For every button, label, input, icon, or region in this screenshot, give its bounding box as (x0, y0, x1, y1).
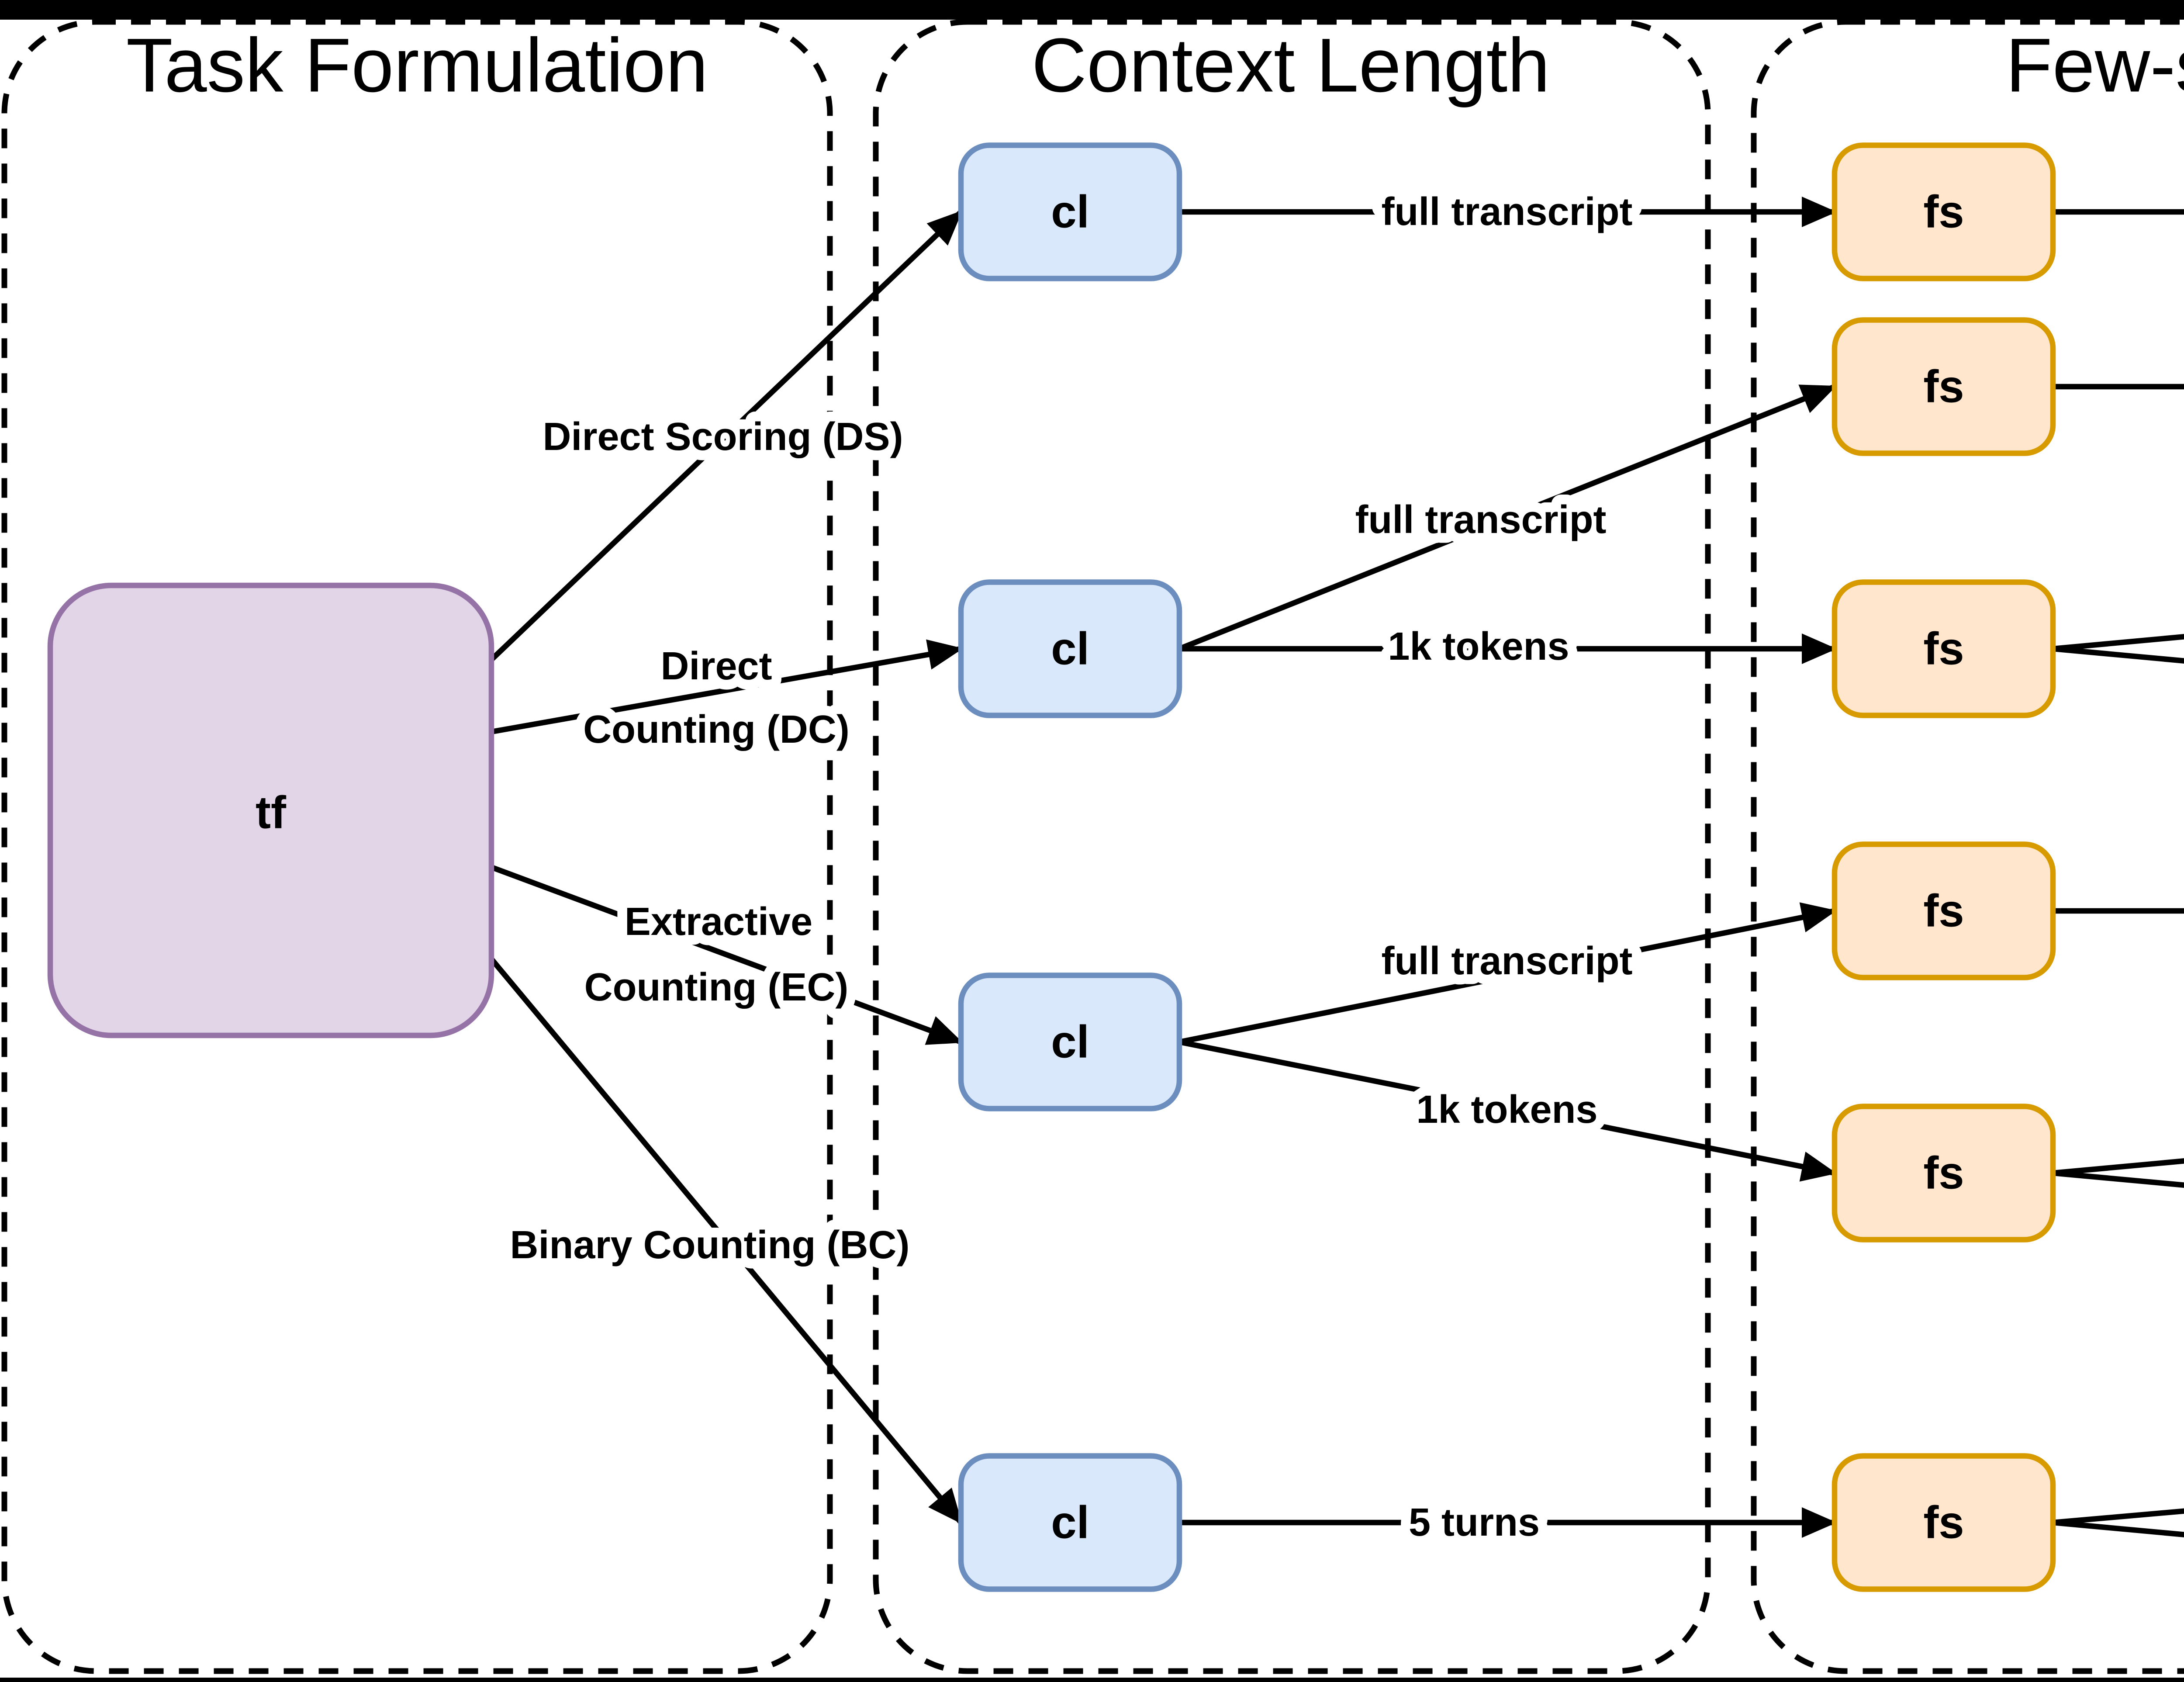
fs-node-1-label: fs (1923, 187, 1964, 238)
cl-node-2-label: cl (1051, 623, 1089, 675)
edge-tf-cl4 (489, 957, 963, 1525)
cl-node-4-box (958, 1453, 1182, 1592)
fs-nodes: fs fs fs fs fs fs (1832, 142, 2056, 1592)
edge-label-direct-counting-line2: Counting (DC) (583, 708, 850, 751)
fs-node-4-label: fs (1923, 886, 1964, 937)
edge-label-extractive-counting-line2: Counting (EC) (584, 966, 849, 1009)
tf-node: tf (47, 582, 494, 1038)
tf-node-label: tf (256, 787, 287, 838)
edge-label-extractive-counting-line1: Extractive (625, 900, 812, 944)
cl-node-1-label: cl (1051, 187, 1089, 238)
fs-node-5-label: fs (1923, 1148, 1964, 1199)
edge-label-1k-tokens-row3: 1k tokens (1416, 1088, 1597, 1132)
context-edge-labels: full transcript full transcript 1k token… (1345, 180, 1642, 1554)
fs-node-6-label: fs (1923, 1497, 1964, 1548)
cl-node-2-box (958, 579, 1182, 718)
column-title-context-length: Context Length (1032, 23, 1550, 108)
fs-node-5-box (1832, 1104, 2056, 1242)
cl-node-3-label: cl (1051, 1017, 1089, 1068)
cl-node-1-box (958, 142, 1182, 281)
edge-tf-cl1 (489, 210, 963, 662)
edges (489, 197, 2184, 1538)
task-edge-labels: Direct Scoring (DS) Direct Counting (DC)… (500, 405, 919, 1277)
edge-label-binary-counting: Binary Counting (BC) (510, 1223, 910, 1267)
edge-tf-cl3 (490, 865, 963, 1045)
fs-node-2-box (1832, 317, 2056, 456)
edge-label-full-transcript-row2: full transcript (1355, 498, 1606, 542)
fs-node-3-label: fs (1923, 623, 1964, 675)
context-length-group-box (873, 19, 1711, 1674)
cl-node-3-box (958, 973, 1182, 1111)
fs-node-6-box (1832, 1453, 2056, 1592)
few-shot-examples-group-box (1751, 19, 2184, 1674)
edge-cl3-fs4 (1178, 902, 1837, 1045)
edge-label-full-transcript-row1: full transcript (1381, 190, 1632, 234)
column-title-task-formulation: Task Formulation (126, 23, 708, 108)
fs-node-1-box (1832, 142, 2056, 281)
cl-node-4-label: cl (1051, 1497, 1089, 1548)
fs-node-2-label: fs (1923, 361, 1964, 412)
edge-label-direct-counting-line1: Direct (660, 644, 772, 688)
edge-label-direct-scoring: Direct Scoring (DS) (543, 415, 903, 459)
edge-cl3-fs5 (1178, 1039, 1837, 1182)
edge-label-full-transcript-row3: full transcript (1381, 939, 1632, 983)
edge-label-1k-tokens-row2: 1k tokens (1388, 625, 1569, 668)
cl-nodes: cl cl cl cl (958, 142, 1182, 1592)
fs-node-4-box (1832, 841, 2056, 980)
edge-cl2-fs2 (1178, 384, 1837, 651)
edge-label-5-turns: 5 turns (1409, 1501, 1540, 1544)
fs-node-3-box (1832, 579, 2056, 718)
column-title-few-shot-examples: Few-shot Examples (2006, 23, 2184, 108)
task-formulation-group-box (1, 19, 833, 1674)
tf-node-box (47, 582, 494, 1038)
edge-tf-cl2 (491, 639, 963, 735)
